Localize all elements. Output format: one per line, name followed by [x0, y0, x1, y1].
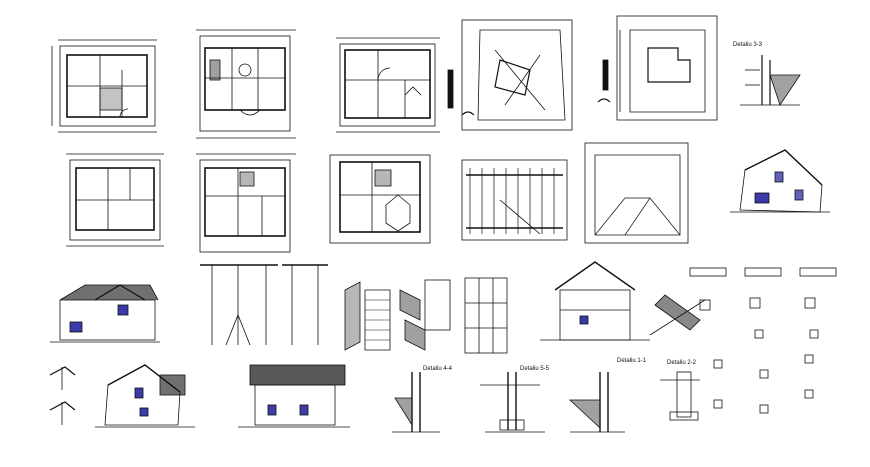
stair-isometric	[344, 279, 451, 351]
gutter-details	[49, 366, 76, 425]
side-elevation-top	[730, 149, 830, 213]
wall-panel	[464, 277, 508, 354]
roof-framing-plan	[461, 159, 568, 241]
detail-2-2-drawing	[660, 371, 700, 421]
detail-label-2-2: Detaliu 2-2	[667, 360, 697, 366]
roof-detail	[649, 294, 706, 336]
floor-plan-5	[196, 153, 296, 253]
detail-label-5-5: Detaliu 5-5	[520, 366, 550, 372]
detail-1-1-drawing	[568, 372, 625, 433]
front-elevation	[50, 284, 160, 343]
detail-label-3-3: Detaliu 3-3	[733, 42, 763, 48]
detail-label-4-4: Detaliu 4-4	[423, 366, 453, 372]
floor-plan-2	[196, 29, 296, 139]
hardware-details	[713, 354, 814, 414]
section-posts	[200, 264, 328, 346]
detail-4-4-drawing	[392, 372, 440, 433]
roof-plan	[584, 142, 689, 244]
site-plan-2	[597, 15, 718, 121]
floor-plan-4	[66, 153, 164, 247]
detail-3-3-drawing	[740, 55, 801, 106]
small-details	[689, 267, 837, 339]
floor-plan-3	[336, 37, 440, 133]
floor-plan-6	[329, 154, 431, 244]
rear-elevation	[238, 364, 350, 428]
cross-section	[540, 261, 650, 341]
side-elevation-bottom	[95, 364, 195, 428]
floor-plan-1	[51, 39, 157, 133]
site-plan-1	[447, 19, 573, 131]
detail-label-1-1: Detaliu 1-1	[617, 358, 647, 364]
detail-5-5-drawing	[480, 372, 545, 433]
